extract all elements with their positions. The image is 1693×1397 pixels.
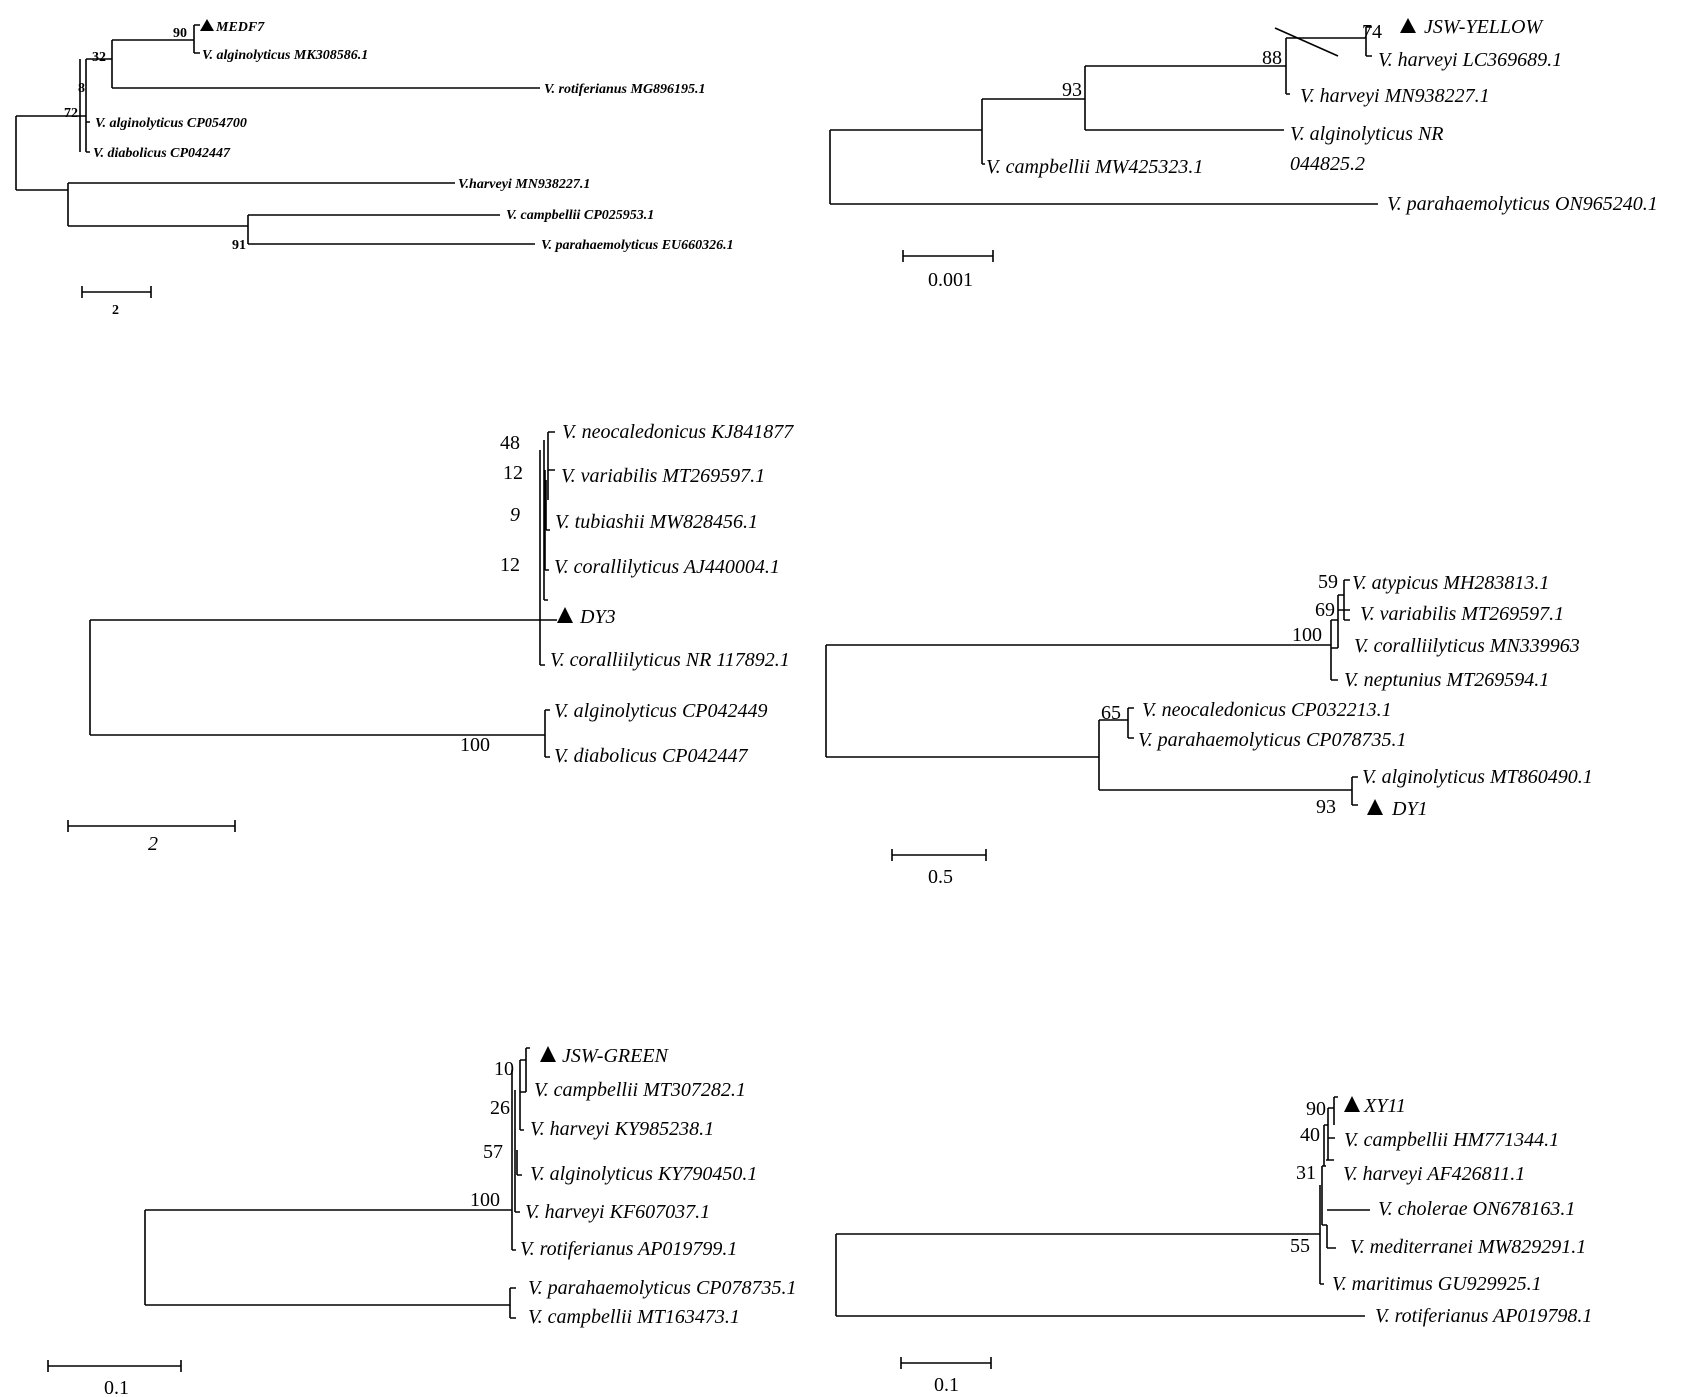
tip-label: V. neocaledonicus KJ841877	[562, 421, 794, 443]
tip-label: V.harveyi MN938227.1	[458, 177, 590, 192]
tip-label: V. coralliilyticus NR 117892.1	[550, 649, 790, 671]
tip-label: V. rotiferianus MG896195.1	[544, 82, 706, 97]
triangle-marker-icon	[200, 19, 214, 31]
bootstrap-value: 57	[483, 1141, 503, 1163]
tip-label: V. mediterranei MW829291.1	[1350, 1236, 1586, 1258]
bootstrap-value: 65	[1101, 702, 1121, 724]
scale-bar	[81, 286, 152, 298]
tip-label: V. campbellii CP025953.1	[506, 208, 654, 223]
tip-label: V. diabolicus CP042447	[93, 146, 231, 161]
tip-label: V. maritimus GU929925.1	[1332, 1273, 1542, 1295]
bootstrap-value: 90	[173, 26, 187, 41]
scale-label: 0.1	[104, 1377, 129, 1397]
tip-label: V. harveyi KY985238.1	[530, 1118, 714, 1140]
scale-label: 0.5	[928, 866, 953, 888]
scale-bar	[67, 820, 236, 832]
bootstrap-value: 100	[470, 1189, 500, 1211]
tip-label: V. campbellii MT163473.1	[528, 1306, 740, 1328]
tip-label: V. alginolyticus MK308586.1	[202, 48, 368, 63]
tip-label: MEDF7	[215, 20, 265, 35]
tip-label: V. alginolyticus NR	[1290, 123, 1444, 145]
tip-label: V. campbellii MW425323.1	[986, 156, 1203, 178]
bootstrap-value: 9	[510, 504, 520, 526]
tip-label: V. coralliilyticus MN339963	[1354, 635, 1580, 657]
tip-label: V. parahaemolyticus ON965240.1	[1387, 193, 1658, 215]
scale-bar	[900, 1357, 992, 1369]
bootstrap-value: 31	[1296, 1162, 1316, 1184]
bootstrap-value: 100	[1292, 624, 1322, 646]
tree-xy11: XY11 V. campbellii HM771344.1 V. harveyi…	[835, 1095, 1592, 1396]
bootstrap-value: 40	[1300, 1124, 1320, 1146]
bootstrap-value: 100	[460, 734, 490, 756]
triangle-marker-icon	[1400, 18, 1416, 33]
tip-label: V. alginolyticus CP054700	[95, 116, 247, 131]
tip-label: V. harveyi MN938227.1	[1300, 85, 1490, 107]
triangle-marker-icon	[1344, 1096, 1360, 1112]
bootstrap-value: 55	[1290, 1235, 1310, 1257]
tree-jsw-yellow: JSW-YELLOW V. harveyi LC369689.1 V. harv…	[829, 16, 1658, 291]
bootstrap-value: 12	[500, 554, 520, 576]
tree-dy3: V. neocaledonicus KJ841877 V. variabilis…	[67, 421, 794, 855]
scale-bar	[891, 849, 987, 861]
tip-label: V. alginolyticus MT860490.1	[1362, 766, 1593, 788]
scale-label: 0.1	[934, 1374, 959, 1396]
tip-label: JSW-YELLOW	[1424, 16, 1544, 38]
bootstrap-value: 8	[78, 81, 85, 96]
tip-label: V. tubiashii MW828456.1	[555, 511, 758, 533]
tip-label: V. campbellii MT307282.1	[534, 1079, 746, 1101]
annotation-stroke	[1274, 27, 1339, 57]
tip-label: V. atypicus MH283813.1	[1352, 572, 1549, 594]
tree-jsw-green: JSW-GREEN V. campbellii MT307282.1 V. ha…	[47, 1045, 797, 1397]
tip-label: JSW-GREEN	[562, 1045, 670, 1067]
tip-label: V. parahaemolyticus CP078735.1	[1138, 729, 1407, 751]
tip-label: V. cholerae ON678163.1	[1378, 1198, 1575, 1220]
tip-label: 044825.2	[1290, 153, 1365, 175]
scale-label: 2	[148, 833, 158, 855]
tree-dy1: V. atypicus MH283813.1 V. variabilis MT2…	[825, 571, 1593, 888]
tip-label: V. parahaemolyticus EU660326.1	[541, 238, 734, 253]
bootstrap-value: 32	[92, 50, 106, 65]
tip-label: V. variabilis MT269597.1	[1360, 603, 1564, 625]
scale-label: 0.001	[928, 269, 973, 291]
bootstrap-value: 93	[1316, 796, 1336, 818]
tip-label: XY11	[1363, 1095, 1406, 1117]
bootstrap-value: 48	[500, 432, 520, 454]
tip-label: V. harveyi LC369689.1	[1378, 49, 1562, 71]
scale-bar	[47, 1360, 182, 1372]
tip-label: V. diabolicus CP042447	[554, 745, 749, 767]
bootstrap-value: 26	[490, 1097, 510, 1119]
triangle-marker-icon	[540, 1046, 556, 1062]
bootstrap-value: 91	[232, 238, 246, 253]
triangle-marker-icon	[557, 607, 573, 623]
tip-label: V. alginolyticus KY790450.1	[530, 1163, 757, 1185]
tip-label: V. rotiferianus AP019799.1	[520, 1238, 737, 1260]
tip-label: V. parahaemolyticus CP078735.1	[528, 1277, 797, 1299]
tip-label: V. rotiferianus AP019798.1	[1375, 1305, 1592, 1327]
tip-label: V. harveyi KF607037.1	[525, 1201, 710, 1223]
scale-bar	[902, 250, 994, 262]
bootstrap-value: 12	[503, 462, 523, 484]
tree-medf7: MEDF7 V. alginolyticus MK308586.1 V. rot…	[15, 19, 734, 318]
tip-label: V. neptunius MT269594.1	[1344, 669, 1549, 691]
tip-label: V. neocaledonicus CP032213.1	[1142, 699, 1392, 721]
bootstrap-value: 72	[64, 106, 78, 121]
bootstrap-value: 88	[1262, 47, 1282, 69]
tip-label: V. harveyi AF426811.1	[1343, 1163, 1525, 1185]
tip-label: DY3	[579, 606, 616, 628]
tip-label: V. alginolyticus CP042449	[554, 700, 768, 722]
tip-label: V. corallilyticus AJ440004.1	[554, 556, 780, 578]
bootstrap-value: 69	[1315, 599, 1335, 621]
bootstrap-value: 10	[494, 1058, 514, 1080]
bootstrap-value: 90	[1306, 1098, 1326, 1120]
tip-label: V. campbellii HM771344.1	[1344, 1129, 1559, 1151]
tip-label: V. variabilis MT269597.1	[561, 465, 765, 487]
bootstrap-value: 59	[1318, 571, 1338, 593]
scale-label: 2	[112, 303, 119, 318]
triangle-marker-icon	[1367, 799, 1383, 815]
bootstrap-value: 93	[1062, 79, 1082, 101]
tip-label: DY1	[1391, 798, 1428, 820]
bootstrap-value: 74	[1362, 21, 1382, 43]
